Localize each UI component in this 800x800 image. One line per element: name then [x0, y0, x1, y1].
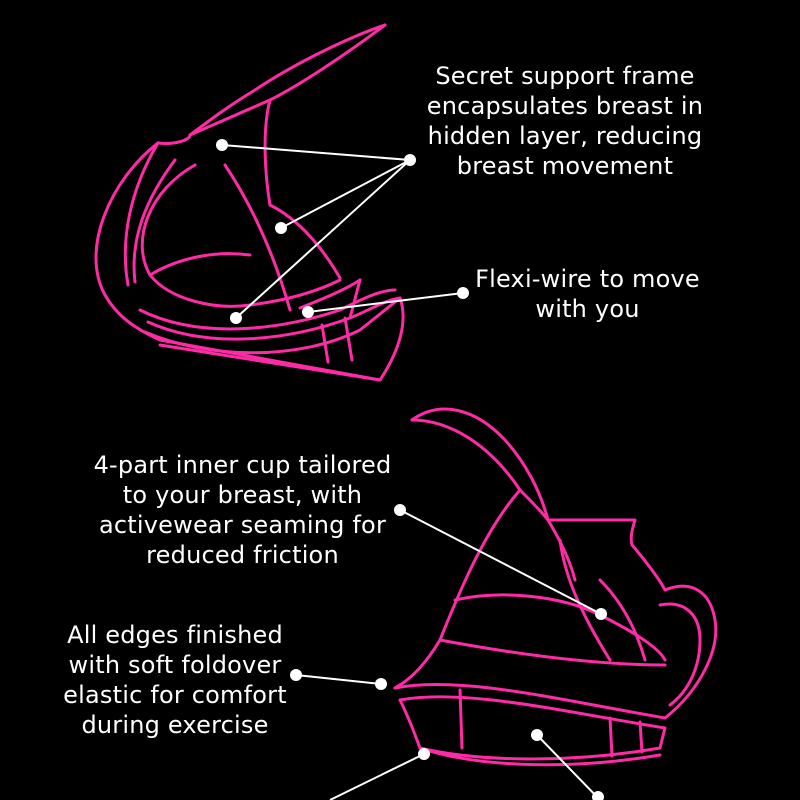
top-cup-edge — [156, 98, 272, 145]
callout-inner-cup-line: activewear seaming for — [98, 511, 387, 539]
bottom-cup-seam-1 — [558, 538, 612, 662]
bottom-band-bottom — [418, 746, 662, 767]
bottom-back-panel — [546, 518, 637, 547]
bottom-inner-cup — [438, 638, 667, 667]
leader-edges — [295, 674, 382, 685]
dot-innercup — [595, 608, 607, 620]
callout-edges-line: during exercise — [81, 711, 269, 739]
callout-support-frame: Secret support frame encapsulates breast… — [405, 61, 725, 181]
callout-flexi-wire-line: with you — [535, 295, 640, 323]
leader-support-3 — [235, 159, 411, 319]
dot-band-left — [418, 748, 430, 760]
callout-inner-cup-line: reduced friction — [146, 541, 339, 569]
top-flexi-wire-2 — [146, 296, 402, 341]
callout-edges-line: All edges finished — [67, 621, 283, 649]
dot-support-hub — [404, 154, 416, 166]
leader-band-left — [329, 753, 425, 800]
dot-flexiwire-end — [457, 287, 469, 299]
dot-band-right-end — [592, 791, 604, 800]
dot-edges — [375, 678, 387, 690]
callout-inner-cup-line: 4-part inner cup tailored — [93, 451, 392, 479]
leader-support-2 — [280, 159, 411, 229]
callout-edges: All edges finished with soft foldover el… — [45, 620, 305, 740]
dot-band-right — [531, 729, 543, 741]
top-side-panel — [123, 141, 160, 287]
dot-edges-start — [290, 669, 302, 681]
top-band-seam-3 — [348, 278, 362, 320]
bottom-band-seam-3 — [638, 720, 644, 754]
callout-support-frame-line: encapsulates breast in — [426, 92, 704, 120]
callout-support-frame-line: hidden layer, reducing — [427, 122, 703, 150]
callout-leaders — [221, 144, 602, 800]
bottom-outer-cup — [393, 488, 522, 690]
top-cup-seam-3 — [148, 252, 252, 277]
dot-support-3 — [230, 312, 242, 324]
leader-band-right — [536, 734, 601, 800]
top-cup-seam-1 — [223, 163, 292, 312]
bottom-band-seam-1 — [458, 688, 464, 750]
top-cup-seam-2 — [268, 203, 342, 280]
top-bra-outline — [94, 23, 405, 382]
bottom-cup-front — [453, 593, 667, 662]
callout-inner-cup-line: to your breast, with — [122, 481, 363, 509]
top-strap-inner — [263, 23, 387, 207]
leader-flexiwire — [307, 292, 464, 313]
callout-support-frame-line: breast movement — [456, 152, 674, 180]
top-band-seam-2 — [343, 316, 354, 362]
callout-dots — [216, 139, 607, 800]
bottom-back-edge — [546, 518, 577, 582]
dot-innercup-start — [394, 504, 406, 516]
top-flexi-wire — [138, 288, 397, 331]
bottom-side-cup — [663, 584, 718, 720]
bottom-band-top-2 — [398, 695, 667, 730]
dot-support-1 — [216, 139, 228, 151]
top-band-seam-1 — [320, 323, 330, 364]
dot-support-2 — [275, 222, 287, 234]
top-outer-cup — [94, 141, 382, 382]
callout-support-frame-line: Secret support frame — [435, 62, 695, 90]
callout-edges-line: with soft foldover — [68, 651, 282, 679]
callout-flexi-wire: Flexi-wire to move with you — [455, 264, 720, 324]
callout-edges-line: elastic for comfort — [63, 681, 287, 709]
bottom-band-seam-2 — [608, 716, 614, 758]
callout-inner-cup: 4-part inner cup tailored to your breast… — [85, 450, 400, 570]
callout-flexi-wire-line: Flexi-wire to move — [475, 265, 700, 293]
dot-flexiwire — [302, 306, 314, 318]
bottom-side-cup-inner — [658, 602, 702, 707]
bottom-band — [398, 698, 667, 761]
top-inner-cup — [140, 163, 342, 308]
leader-support-1 — [221, 144, 411, 161]
leader-innercup — [399, 509, 602, 615]
bottom-side-join — [630, 543, 667, 592]
bottom-bra-outline — [393, 407, 718, 767]
bottom-band-top — [393, 682, 667, 720]
bottom-strap-inner — [410, 418, 550, 522]
top-side-panel-2 — [132, 158, 177, 284]
bottom-strap — [410, 407, 550, 522]
top-wire-hook — [298, 278, 362, 310]
bottom-cup-seam-2 — [598, 578, 647, 662]
top-strap — [188, 23, 387, 137]
